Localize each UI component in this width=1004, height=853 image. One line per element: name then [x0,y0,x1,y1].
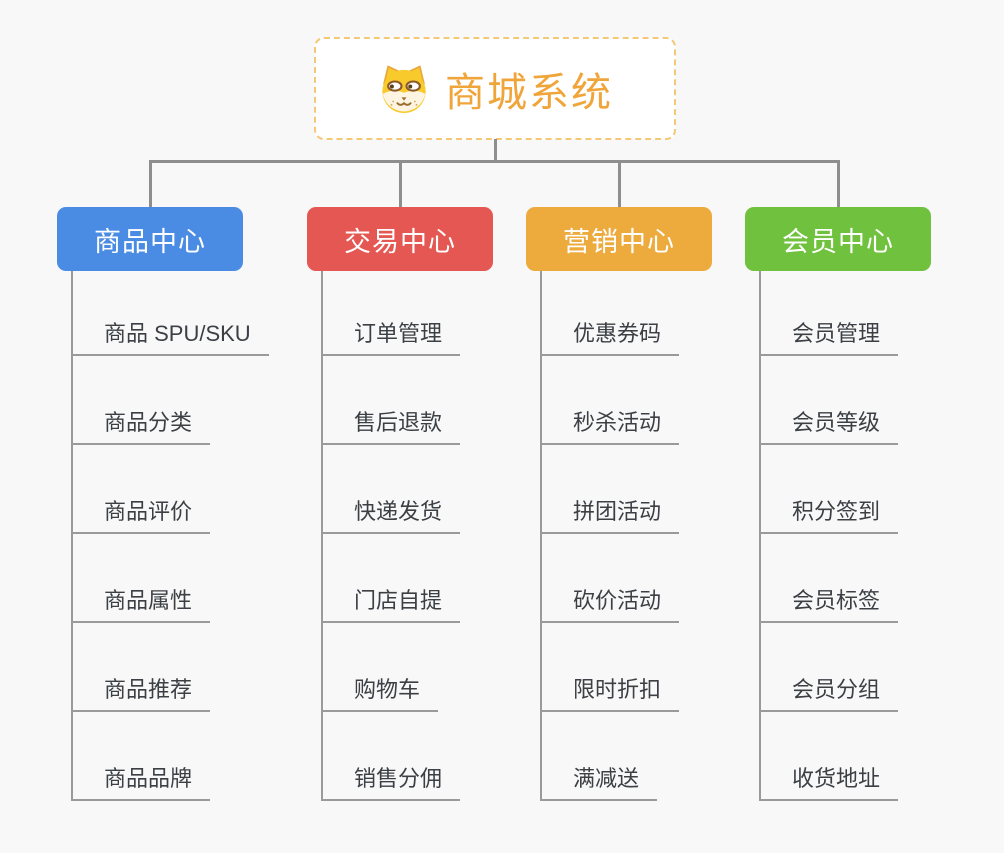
leaf-node[interactable]: 商品属性 [71,586,211,623]
leaf-node[interactable]: 订单管理 [321,319,461,356]
connector-drop-product-center [149,160,152,208]
branch-marketing-center: 营销中心 优惠券码 秒杀活动 拼团活动 砍价活动 限时折扣 满减送 [526,207,766,801]
branch-node-marketing-center[interactable]: 营销中心 [526,207,712,271]
leaf-node[interactable]: 会员管理 [759,319,899,356]
leaf-list-member-center: 会员管理 会员等级 积分签到 会员标签 会员分组 收货地址 [759,319,899,853]
leaf-node[interactable]: 会员等级 [759,408,899,445]
leaf-node[interactable]: 满减送 [540,764,658,801]
branch-node-member-center[interactable]: 会员中心 [745,207,931,271]
leaf-node[interactable]: 秒杀活动 [540,408,680,445]
leaf-list-product-center: 商品 SPU/SKU 商品分类 商品评价 商品属性 商品推荐 商品品牌 [71,319,269,853]
leaf-node[interactable]: 限时折扣 [540,675,680,712]
leaf-node[interactable]: 砍价活动 [540,586,680,623]
leaf-node[interactable]: 收货地址 [759,764,899,801]
leaf-node[interactable]: 积分签到 [759,497,899,534]
branch-spine-line [540,271,542,799]
leaf-node[interactable]: 商品推荐 [71,675,211,712]
branch-node-product-center[interactable]: 商品中心 [57,207,243,271]
connector-drop-trade-center [399,160,402,208]
branch-spine-line [759,271,761,799]
leaf-node[interactable]: 销售分佣 [321,764,461,801]
branch-member-center: 会员中心 会员管理 会员等级 积分签到 会员标签 会员分组 收货地址 [745,207,985,801]
branch-trade-center: 交易中心 订单管理 售后退款 快递发货 门店自提 购物车 销售分佣 [307,207,547,801]
leaf-node[interactable]: 商品分类 [71,408,211,445]
leaf-node[interactable]: 优惠券码 [540,319,680,356]
connector-bus [149,160,840,163]
leaf-node[interactable]: 快递发货 [321,497,461,534]
leaf-node[interactable]: 商品 SPU/SKU [71,319,269,356]
leaf-node[interactable]: 售后退款 [321,408,461,445]
leaf-node[interactable]: 会员分组 [759,675,899,712]
connector-drop-marketing-center [618,160,621,208]
leaf-node[interactable]: 会员标签 [759,586,899,623]
leaf-node[interactable]: 拼团活动 [540,497,680,534]
branch-spine-line [71,271,73,799]
connector-drop-member-center [837,160,840,208]
leaf-node[interactable]: 商品评价 [71,497,211,534]
branch-node-trade-center[interactable]: 交易中心 [307,207,493,271]
root-node[interactable]: 商城系统 [314,37,676,140]
leaf-node[interactable]: 购物车 [321,675,439,712]
leaf-list-trade-center: 订单管理 售后退款 快递发货 门店自提 购物车 销售分佣 [321,319,461,853]
root-title: 商城系统 [445,70,613,115]
leaf-node[interactable]: 商品品牌 [71,764,211,801]
leaf-list-marketing-center: 优惠券码 秒杀活动 拼团活动 砍价活动 限时折扣 满减送 [540,319,680,853]
leaf-node[interactable]: 门店自提 [321,586,461,623]
dog-face-icon [377,64,431,114]
branch-product-center: 商品中心 商品 SPU/SKU 商品分类 商品评价 商品属性 商品推荐 商品品牌 [57,207,297,801]
connector-root-stem [494,139,497,163]
branch-spine-line [321,271,323,799]
